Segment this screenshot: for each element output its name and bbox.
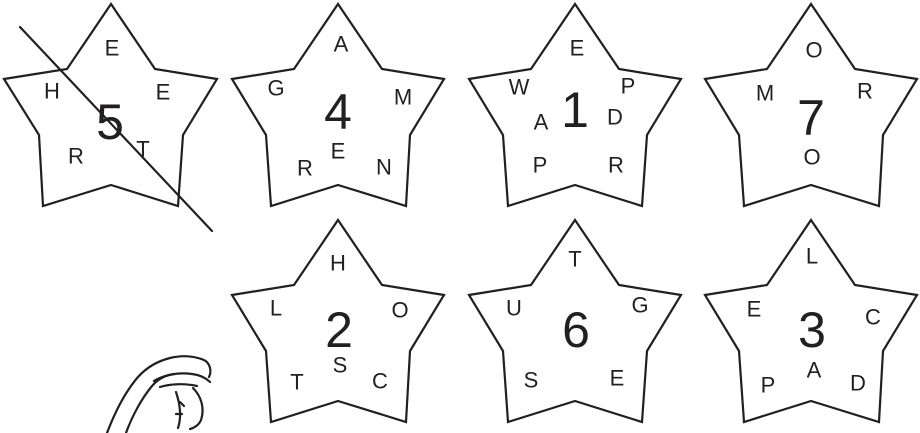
- star-5-letter: H: [44, 79, 60, 104]
- star-7-letter: M: [756, 81, 774, 106]
- star-5-letter: E: [105, 36, 120, 61]
- star-1-letter: A: [534, 110, 549, 135]
- star-4: A G M R E N 4: [232, 4, 444, 206]
- star-3-letter: L: [806, 244, 818, 269]
- star-5-letter: R: [68, 144, 84, 169]
- star-4-number: 4: [324, 84, 352, 140]
- star-3-letter: D: [850, 371, 866, 396]
- star-6: T U G S E 6: [469, 220, 681, 422]
- star-4-letter: R: [297, 156, 313, 181]
- star-3-number: 3: [798, 302, 826, 358]
- star-1-letter: R: [608, 153, 624, 178]
- star-1-letter: P: [621, 74, 636, 99]
- star-4-letter: M: [394, 85, 412, 110]
- star-4-letter: N: [376, 155, 392, 180]
- star-2-letter: H: [330, 251, 346, 276]
- star-6-letter: T: [568, 247, 581, 272]
- star-3: L E C A P D 3: [705, 220, 917, 422]
- star-1-number: 1: [561, 82, 589, 138]
- star-2-letter: O: [391, 298, 408, 323]
- star-1: E W P A D P R 1: [469, 4, 681, 206]
- star-2: H L O T S C 2: [232, 220, 444, 422]
- hand-drawing: [107, 356, 210, 433]
- star-4-letter: A: [334, 32, 349, 57]
- star-4-letter: G: [267, 76, 284, 101]
- star-2-letter: L: [270, 296, 282, 321]
- star-2-letter: T: [290, 370, 303, 395]
- star-1-letter: W: [509, 75, 530, 100]
- star-6-number: 6: [562, 302, 590, 358]
- star-7-number: 7: [797, 90, 825, 146]
- star-2-letter: C: [372, 369, 388, 394]
- star-6-letter: U: [506, 296, 522, 321]
- star-3-letter: A: [807, 358, 822, 383]
- star-6-letter: S: [524, 368, 539, 393]
- star-7: O M R O 7: [705, 4, 917, 206]
- star-3-letter: E: [747, 297, 762, 322]
- star-5-letter: E: [156, 80, 171, 105]
- star-3-letter: P: [761, 373, 776, 398]
- star-4-letter: E: [331, 139, 346, 164]
- star-7-letter: O: [803, 145, 820, 170]
- star-2-number: 2: [325, 302, 353, 358]
- star-6-letter: E: [610, 366, 625, 391]
- star-1-letter: E: [570, 36, 585, 61]
- star-7-letter: R: [857, 79, 873, 104]
- star-1-letter: P: [533, 153, 548, 178]
- star-7-letter: O: [805, 38, 822, 63]
- star-1-letter: D: [607, 105, 623, 130]
- star-3-letter: C: [865, 305, 881, 330]
- star-6-letter: G: [631, 293, 648, 318]
- star-5: E H E R T 5: [4, 4, 217, 231]
